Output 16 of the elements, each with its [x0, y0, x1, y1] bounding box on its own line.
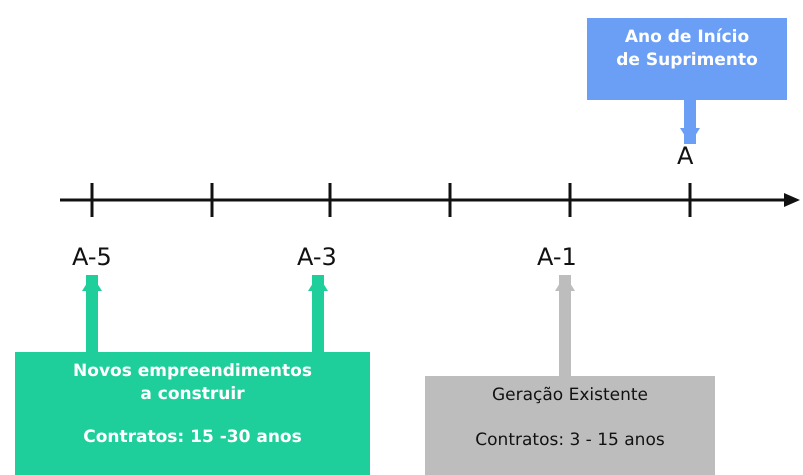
timeline-label: A — [677, 142, 694, 170]
arrow — [680, 100, 700, 144]
info-box — [587, 18, 787, 100]
timeline-label: A-5 — [72, 243, 112, 271]
info-box — [15, 352, 370, 475]
timeline-label: A-1 — [537, 243, 577, 271]
box-heading: Ano de Início de Suprimento — [615, 26, 759, 72]
arrow — [555, 275, 575, 376]
arrow — [308, 275, 328, 352]
box-heading: Novos empreendimentos a construir — [72, 360, 313, 406]
info-box — [425, 376, 715, 475]
timeline-label: A-3 — [297, 243, 337, 271]
box-text: Contratos: 15 -30 anos — [83, 426, 302, 449]
box-heading: Geração Existente — [492, 384, 648, 407]
arrow — [82, 275, 102, 352]
box-text: Contratos: 3 - 15 anos — [475, 429, 665, 452]
